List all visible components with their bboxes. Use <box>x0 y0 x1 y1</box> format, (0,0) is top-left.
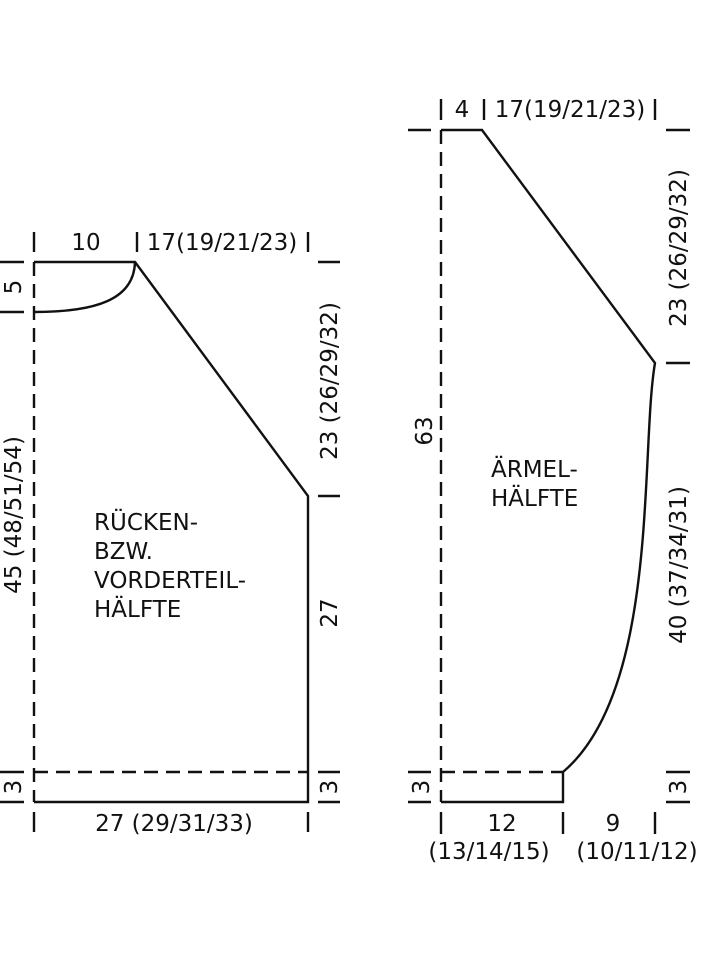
sleeve-increase-width-line-2: (10/11/12) <box>576 839 697 865</box>
sleeve-right-ticks <box>666 128 690 804</box>
back-neckline <box>33 261 137 314</box>
sleeve-cuff-width-line-2: (13/14/15) <box>428 839 549 865</box>
back-label-line-3: VORDERTEIL- <box>94 568 246 594</box>
back-bottom-width: 27 (29/31/33) <box>95 811 253 837</box>
back-outline <box>34 260 310 804</box>
sleeve-total-length: 63 <box>412 416 438 445</box>
sleeve-hem-right: 3 <box>666 780 692 795</box>
sleeve-bottom-ticks <box>439 812 657 834</box>
sleeve-raglan-depth: 23 (26/29/32) <box>666 169 692 327</box>
sleeve-label-line-1: ÄRMEL- <box>491 455 578 483</box>
back-side-length: 27 <box>317 598 343 627</box>
back-neck-depth: 5 <box>1 280 27 295</box>
sleeve-outline <box>441 128 657 804</box>
sleeve-left-ticks <box>408 128 431 804</box>
sleeve-top-ticks <box>439 99 657 120</box>
back-left-ticks <box>0 260 24 804</box>
sleeve-top-width: 4 <box>455 97 470 123</box>
sleeve-increase-width-line-1: 9 <box>606 811 621 837</box>
back-label-line-1: RÜCKEN- <box>94 508 198 536</box>
sleeve-length: 40 (37/34/31) <box>666 486 692 644</box>
back-hem-left: 3 <box>1 780 27 795</box>
sleeve-piece: 4 17(19/21/23) 63 3 23 (26/29/32) 40 (37… <box>408 97 698 865</box>
sleeve-hem-left: 3 <box>409 780 435 795</box>
sleeve-label-line-2: HÄLFTE <box>491 484 578 512</box>
back-label-line-4: HÄLFTE <box>94 595 181 623</box>
sleeve-cuff-width-line-1: 12 <box>487 811 516 837</box>
back-hem-right: 3 <box>317 780 343 795</box>
back-raglan-depth: 23 (26/29/32) <box>317 302 343 460</box>
back-shoulder-width: 17(19/21/23) <box>147 230 298 256</box>
back-neck-width: 10 <box>71 230 100 256</box>
back-label-line-2: BZW. <box>94 539 153 565</box>
back-body-length: 45 (48/51/54) <box>1 436 27 594</box>
back-piece: 10 17(19/21/23) 5 45 (48/51/54) 3 23 (26… <box>0 230 343 837</box>
back-right-ticks <box>318 260 340 804</box>
back-bottom-ticks <box>32 812 310 832</box>
sleeve-raglan-width: 17(19/21/23) <box>495 97 646 123</box>
back-top-ticks <box>32 232 310 252</box>
